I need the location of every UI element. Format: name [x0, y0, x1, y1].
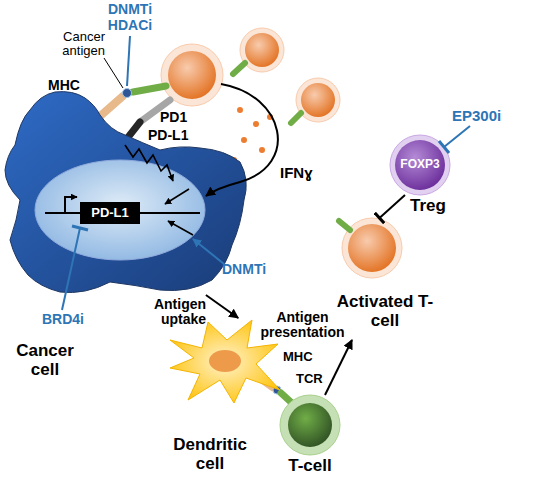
cell-membrane: [5, 92, 246, 293]
drug-inhibition-line: [444, 126, 470, 147]
ifn-dot: [267, 114, 273, 120]
leader-line: [104, 58, 123, 88]
drug-label: DNMTi: [100, 2, 160, 17]
activated-t-cell: Activated T-cell: [330, 218, 440, 340]
part-label: MHC: [283, 350, 323, 364]
ifn-dot: [237, 107, 243, 113]
edge-label: Antigen uptake: [124, 297, 206, 328]
cell-label: Treg: [410, 197, 460, 216]
antigen-dot: [123, 89, 132, 98]
part-label: MHC: [48, 78, 98, 93]
tcr-receptor: [133, 86, 166, 92]
ifn-dot: [253, 121, 259, 127]
node-outline: [280, 395, 340, 455]
node-outline: [170, 318, 280, 403]
arrow-connector: [206, 295, 238, 318]
pd1-receptor: [140, 100, 170, 122]
ifn-dot: [259, 147, 265, 153]
drug-label: DNMTi: [222, 262, 282, 277]
t-cell-body: [348, 224, 396, 272]
inhibition-connector: [380, 195, 406, 218]
signal-arrow: [165, 189, 189, 204]
dendritic-nucleus: [209, 350, 241, 372]
gene-name: PD-L1: [80, 206, 140, 220]
drug-label: BRD4i: [42, 312, 102, 327]
gene-box: PD-L1: [80, 202, 140, 224]
t-cell-body: [288, 403, 332, 447]
signal-zigzag: [125, 145, 173, 181]
promoter-arrow: [65, 197, 77, 213]
process-label: Antigen presentation: [255, 310, 350, 341]
t-cell-halo: [280, 395, 340, 455]
treg-halo: [390, 135, 450, 195]
arrow-connector: [325, 340, 352, 395]
ifn-signal-arrow: [206, 84, 278, 196]
t-cell-body: [168, 51, 216, 99]
t-cell-body: [301, 83, 335, 117]
part-label: Cancer antigen: [30, 30, 105, 59]
drug-label: HDACi: [100, 18, 160, 33]
cell-label: Activated T-cell: [330, 293, 440, 330]
drug-label: EP300i: [452, 108, 522, 125]
cytokine-label: IFNɣ: [280, 165, 330, 182]
treg-cell: FOXP3Treg: [390, 135, 450, 195]
cell-label: Cancer cell: [5, 342, 85, 379]
drug-inhibition-line: [62, 228, 80, 310]
tcr-receptor: [291, 113, 301, 123]
node-outline: [5, 85, 250, 295]
cell-label: Dendritic cell: [160, 436, 260, 473]
inhibition-bar: [439, 141, 449, 153]
signal-arrow: [168, 221, 193, 235]
tcr-receptor: [233, 63, 245, 74]
drug-target-arrow: [193, 239, 224, 264]
tcr-receptor: [339, 221, 350, 230]
dendritic-cell-body: [170, 320, 280, 403]
drug-target-line: [127, 36, 130, 86]
part-label: PD-L1: [148, 128, 208, 143]
ifn-dot: [241, 137, 247, 143]
t-cell-body: [245, 33, 279, 67]
dendritic-cell: Dendritic cell: [170, 318, 280, 403]
nucleus: [35, 160, 205, 260]
gene-name: FOXP3: [390, 158, 450, 171]
cell-label: T-cell: [270, 457, 350, 476]
part-label: TCR: [296, 372, 336, 386]
mhc-molecule: [98, 96, 123, 118]
t-cell: T-cell: [280, 395, 340, 455]
part-label: PD1: [160, 110, 200, 125]
cancer-cell: Cancer cellPD-L1: [5, 85, 250, 295]
inhibition-bar: [72, 226, 88, 230]
